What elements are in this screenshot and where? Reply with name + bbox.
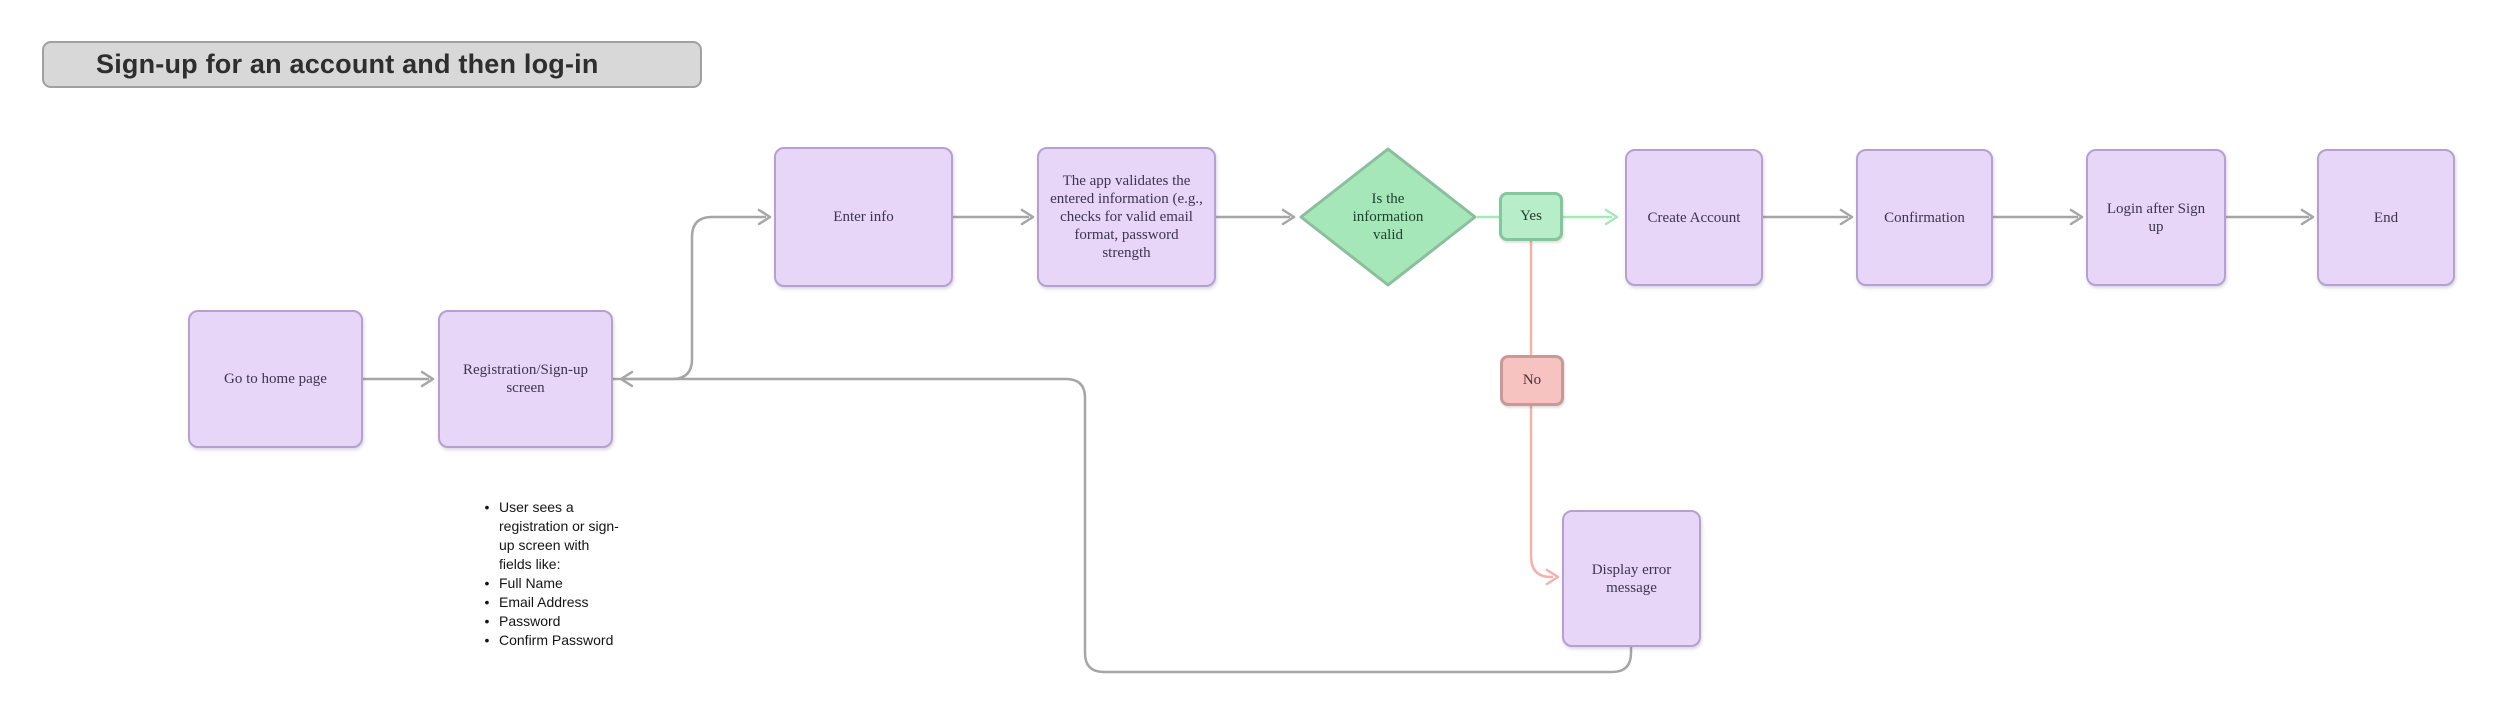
node-confirmation[interactable]: Confirmation [1856, 149, 1993, 286]
notes-list[interactable]: • User sees a registration or sign-up sc… [482, 498, 621, 650]
edge-registration-to-enterinfo [611, 208, 772, 381]
node-label: The app validates the entered informatio… [1050, 173, 1203, 261]
notes-item: • Full Name [482, 574, 621, 593]
node-registration-signup-screen[interactable]: Registration/Sign-up screen [438, 310, 613, 448]
edge-gohome-to-registration [361, 370, 435, 388]
edge-error-loopback-to-registration [619, 370, 1633, 674]
node-login-after-sign-up[interactable]: Login after Sign up [2086, 149, 2226, 286]
node-label: Is the information valid [1352, 191, 1424, 243]
notes-item-text: Full Name [499, 575, 563, 591]
edge-confirmation-to-login [1991, 208, 2084, 226]
decision-diamond-shape [1299, 147, 1477, 287]
edge-no-to-error [1529, 404, 1560, 586]
edge-login-to-end [2224, 208, 2315, 226]
node-label: Confirmation [1884, 209, 1965, 226]
node-label: Login after Sign up [2106, 200, 2206, 235]
edge-validate-to-decision [1214, 208, 1296, 226]
bullet-dot: • [484, 594, 490, 610]
notes-item: • Confirm Password [482, 631, 621, 650]
notes-item: • Email Address [482, 593, 621, 612]
bullet-dot: • [484, 499, 490, 515]
branch-label-yes[interactable]: Yes [1499, 192, 1563, 241]
notes-item-text: Password [499, 613, 561, 629]
notes-item: • User sees a registration or sign-up sc… [482, 498, 621, 574]
branch-label-no[interactable]: No [1500, 355, 1564, 406]
node-label: End [2373, 209, 2399, 226]
edge-yes-to-create [1561, 208, 1619, 226]
bullet-dot: • [484, 632, 490, 648]
notes-item-text: Confirm Password [499, 632, 614, 648]
node-label: Registration/Sign-up screen [463, 362, 588, 396]
bullet-dot: • [484, 575, 490, 591]
diagram-title[interactable]: Sign-up for an account and then log-in [42, 41, 702, 88]
diagram-title-label: Sign-up for an account and then log-in [96, 49, 599, 79]
node-go-to-home-page[interactable]: Go to home page [188, 310, 363, 448]
node-app-validates-info[interactable]: The app validates the entered informatio… [1037, 147, 1216, 287]
node-label: Go to home page [224, 371, 327, 387]
branch-label-text: Yes [1520, 208, 1542, 224]
node-create-account[interactable]: Create Account [1625, 149, 1763, 286]
node-decision-is-information-valid[interactable]: Is the information valid [1298, 146, 1478, 288]
node-end[interactable]: End [2317, 149, 2455, 286]
node-display-error-message[interactable]: Display error message [1562, 510, 1701, 647]
branch-label-text: No [1522, 372, 1542, 388]
node-label: Enter info [833, 209, 894, 225]
bullet-dot: • [484, 613, 490, 629]
node-label: Create Account [1647, 209, 1741, 226]
edge-enterinfo-to-validate [951, 208, 1035, 226]
edge-create-to-confirmation [1761, 208, 1854, 226]
notes-item-text: User sees a registration or sign-up scre… [499, 499, 619, 572]
notes-item-text: Email Address [499, 594, 589, 610]
node-enter-info[interactable]: Enter info [774, 147, 953, 287]
notes-item: • Password [482, 612, 621, 631]
node-label: Display error message [1591, 561, 1672, 596]
